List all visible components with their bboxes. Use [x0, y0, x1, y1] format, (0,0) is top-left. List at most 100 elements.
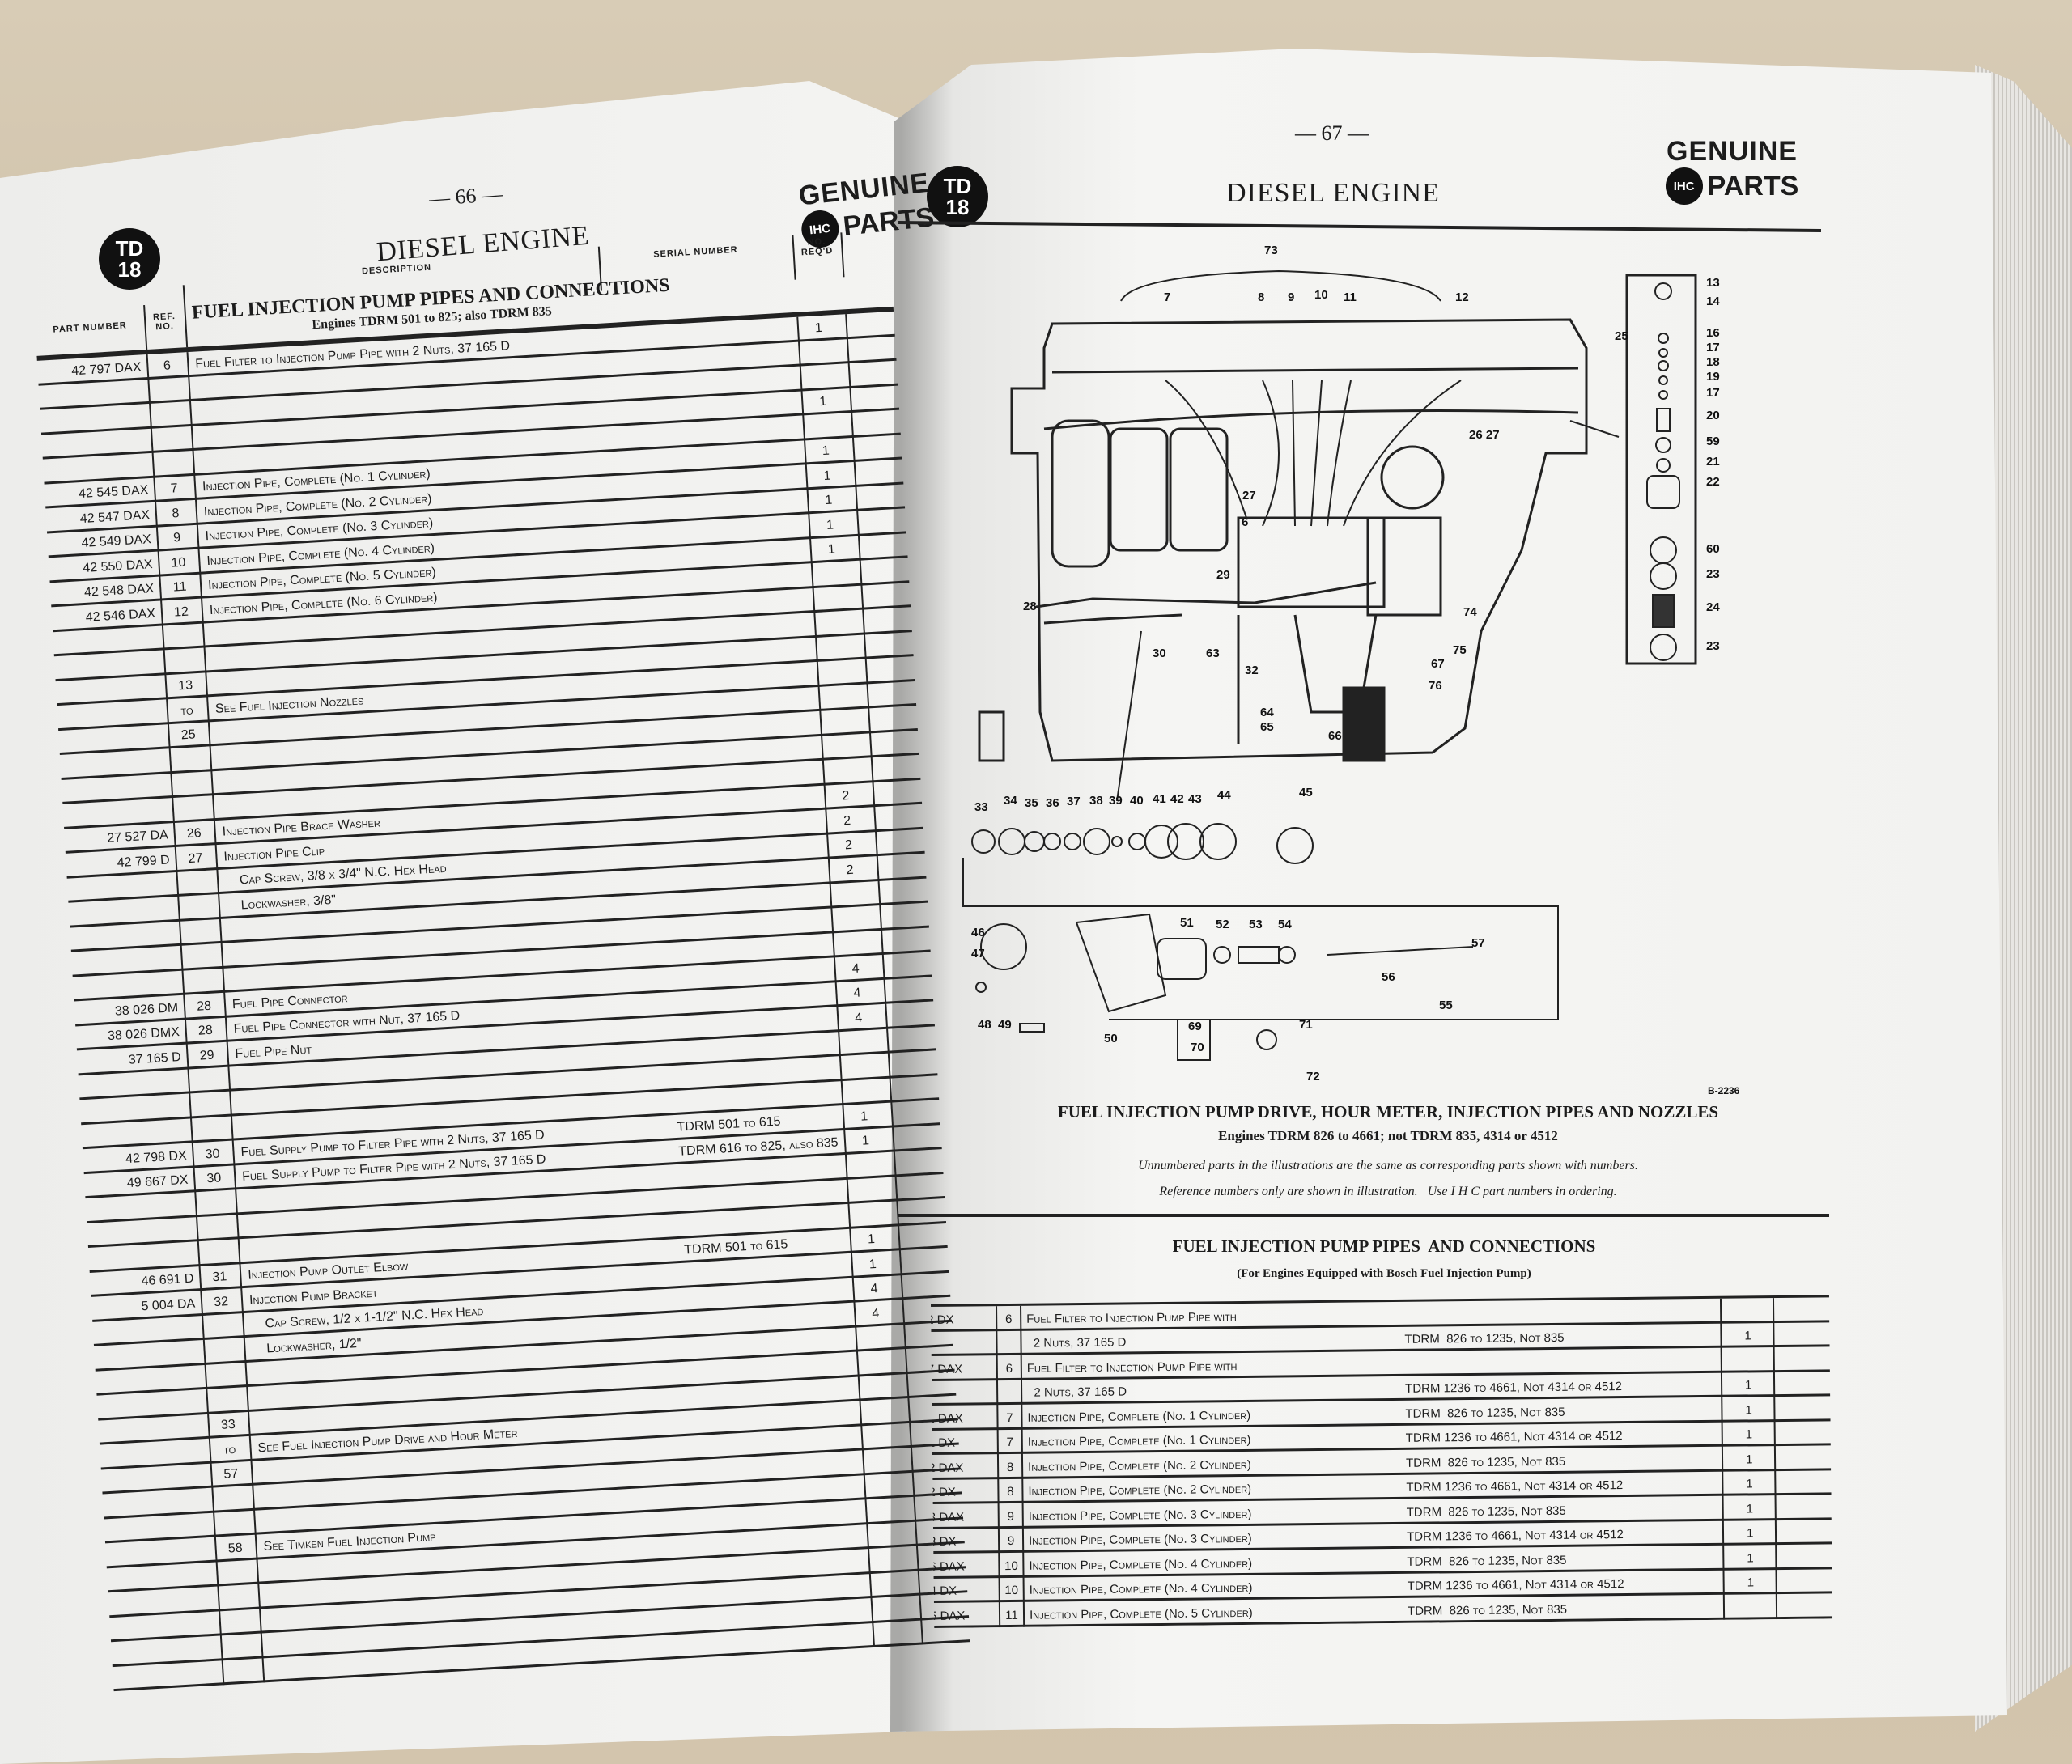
- ref-number: 6: [1005, 1361, 1013, 1376]
- callout-number: 9: [1288, 290, 1294, 304]
- description: Fuel Filter to Injection Pump Pipe with: [1026, 1309, 1237, 1326]
- callout-number: 73: [1264, 244, 1278, 257]
- callout-number: 41: [1153, 792, 1166, 806]
- description: Injection Pipe, Complete (No. 3 Cylinder…: [1028, 1507, 1252, 1524]
- description: Injection Pipe, Complete (No. 2 Cylinder…: [1028, 1457, 1251, 1474]
- figure-number: B-2236: [1708, 1085, 1740, 1096]
- callout-number: 35: [1025, 796, 1038, 810]
- part-number: …6 DAX: [931, 1559, 965, 1574]
- part-number: …5 DAX: [931, 1609, 966, 1623]
- callout-number: 64: [1260, 706, 1274, 719]
- callout-number: 71: [1299, 1018, 1313, 1032]
- description: Injection Pipe, Complete (No. 3 Cylinder…: [1028, 1531, 1252, 1548]
- ihc-logo-icon: IHC: [1665, 167, 1703, 205]
- callout-number: 20: [1706, 409, 1720, 422]
- ref-number: 7: [1006, 1410, 1013, 1425]
- serial-range: TDRM 826 to 1235, Not 835: [1407, 1602, 1568, 1618]
- ref-number: 8: [1007, 1484, 1014, 1499]
- td18-badge-right: TD 18: [927, 166, 988, 227]
- part-number: …2 DAX: [931, 1461, 964, 1475]
- callout-number: 12: [1455, 290, 1469, 304]
- callout-number: 46: [971, 926, 985, 939]
- quantity-required: 1: [1746, 1526, 1754, 1541]
- engine-drawing: [962, 269, 1697, 1061]
- callout-number: 33: [974, 800, 988, 814]
- part-number: …2 DX: [931, 1312, 954, 1327]
- callout-number: 54: [1278, 918, 1292, 931]
- callout-number: 49: [998, 1018, 1012, 1032]
- page-title-right: DIESEL ENGINE: [1226, 178, 1440, 208]
- callout-number: 39: [1109, 794, 1123, 808]
- quantity-required: 1: [1747, 1575, 1755, 1590]
- right-parts-table: …2 DX 6 Fuel Filter to Injection Pump Pipe…: [931, 1295, 1833, 1628]
- callout-number: 8: [1258, 290, 1264, 304]
- callout-number: 44: [1217, 788, 1231, 802]
- callout-number: 18: [1706, 355, 1720, 369]
- ref-number: 9: [1007, 1533, 1015, 1549]
- serial-range: TDRM 1236 to 4661, Not 4314 or 4512: [1405, 1429, 1623, 1445]
- callout-number: 65: [1260, 720, 1274, 734]
- part-number: …1 DAX: [931, 1411, 963, 1426]
- callout-number: 22: [1706, 475, 1720, 489]
- quantity-required: 1: [1744, 1329, 1751, 1343]
- callout-number: 50: [1104, 1032, 1118, 1045]
- serial-range: TDRM 826 to 1235, Not 835: [1404, 1330, 1565, 1346]
- callout-number: 74: [1463, 605, 1477, 619]
- ref-number: 8: [1006, 1460, 1014, 1474]
- callout-number: 67: [1431, 657, 1445, 671]
- callout-number: 72: [1306, 1070, 1320, 1083]
- callout-number: 60: [1706, 542, 1720, 556]
- callout-number: 36: [1046, 796, 1059, 810]
- serial-range: TDRM 826 to 1235, Not 835: [1405, 1454, 1566, 1470]
- section-rule: [898, 1214, 1829, 1217]
- callout-number: 26 27: [1469, 428, 1500, 442]
- part-number: …4 DX: [931, 1584, 957, 1599]
- illustration-caption-title: FUEL INJECTION PUMP DRIVE, HOUR METER, I…: [1057, 1102, 1719, 1122]
- description: Injection Pipe, Complete (No. 1 Cylinder…: [1027, 1408, 1251, 1425]
- callout-number: 55: [1439, 999, 1453, 1012]
- ref-number: 7: [1006, 1435, 1014, 1450]
- description: Injection Pipe, Complete (No. 5 Cylinder…: [1029, 1605, 1253, 1622]
- callout-number: 19: [1706, 370, 1720, 384]
- callout-number: 10: [1314, 288, 1328, 302]
- callout-number: 23: [1706, 639, 1720, 653]
- callout-number: 17: [1706, 386, 1720, 400]
- callout-number: 13: [1706, 276, 1720, 290]
- td18-badge-left: TD 18: [99, 228, 160, 290]
- description: 2 Nuts, 37 165 D: [1026, 1335, 1127, 1351]
- quantity-required: 1: [1746, 1477, 1753, 1491]
- callout-number: 66: [1328, 729, 1342, 743]
- serial-range: TDRM 826 to 1235, Not 835: [1406, 1503, 1566, 1520]
- ref-number: 11: [1005, 1608, 1018, 1622]
- part-number: …2 DX: [931, 1485, 956, 1500]
- quantity-required: 1: [1747, 1550, 1754, 1565]
- serial-range: TDRM 1236 to 4661, Not 4314 or 4512: [1405, 1380, 1623, 1396]
- callout-number: 32: [1245, 664, 1259, 677]
- callout-number: 43: [1188, 792, 1202, 806]
- callout-number: 76: [1429, 679, 1442, 693]
- callout-number: 17: [1706, 341, 1720, 354]
- callout-number: 14: [1706, 295, 1720, 308]
- part-number: …7 DAX: [931, 1362, 963, 1376]
- part-number: …3 DAX: [931, 1510, 965, 1524]
- description: 2 Nuts, 37 165 D: [1027, 1384, 1127, 1400]
- callout-number: 23: [1706, 567, 1720, 581]
- callout-number: 53: [1249, 918, 1263, 931]
- callout-number: 6: [1242, 515, 1248, 529]
- callout-number: 45: [1299, 786, 1313, 799]
- quantity-required: 1: [1746, 1501, 1754, 1516]
- right-section-title: FUEL INJECTION PUMP PIPES AND CONNECTION…: [1172, 1236, 1596, 1256]
- callout-number: 48: [978, 1018, 991, 1032]
- illustration-caption-subtitle: Engines TDRM 826 to 4661; not TDRM 835, …: [1218, 1128, 1558, 1143]
- illustration-note-1: Unnumbered parts in the illustrations ar…: [1138, 1159, 1638, 1172]
- serial-range: TDRM 826 to 1235, Not 835: [1407, 1553, 1567, 1569]
- callout-number: 70: [1191, 1041, 1204, 1054]
- ref-number: 9: [1007, 1509, 1015, 1524]
- logo-bottom: PARTS: [1707, 170, 1799, 201]
- callout-number: 59: [1706, 435, 1720, 448]
- callout-number: 28: [1023, 600, 1037, 613]
- badge-line-1: TD: [943, 174, 972, 198]
